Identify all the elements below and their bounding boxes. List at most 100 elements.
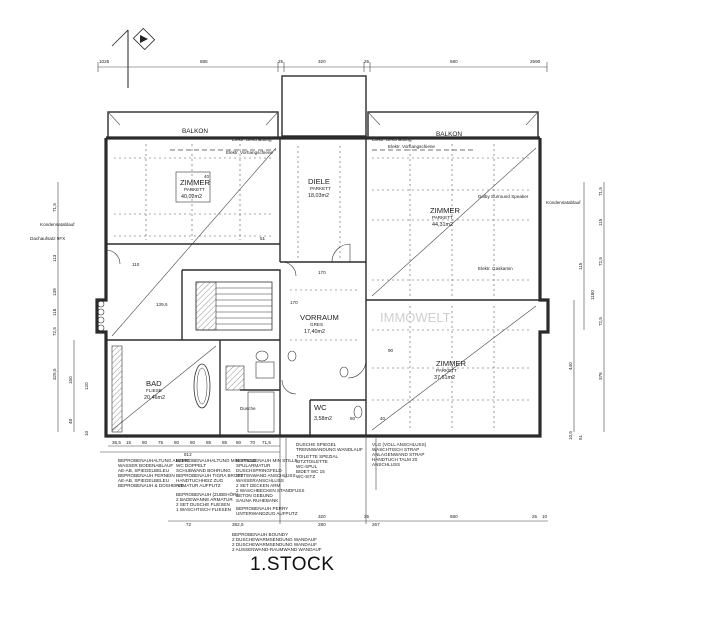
legend-block-3: BEPROBENAUH MIN STILLE SPULARMATUR DUSCH… — [236, 458, 304, 503]
legend-1-0: BEPROBENAUHALTUNG ANZEIG — [118, 458, 190, 463]
zimmer3-floor: PARKETT — [436, 368, 457, 373]
dim-top-0: 1025 — [99, 59, 110, 64]
legend-r2-3: HANDTUCH TALM 20 — [372, 457, 418, 462]
legend-2-0: BEPROBENAUHALTUNG MIN STILLE — [176, 458, 256, 463]
legend-2-5: ARMATUR AUFPUTZ — [176, 483, 221, 488]
top-dimension-line: 1025 885 25 320 25 680 2590 — [97, 59, 548, 72]
legend-3-8: SAUNA RUHEBANK — [236, 498, 279, 503]
dim-bt-8: 80 — [236, 440, 242, 445]
legend-3-4: WASSERANSCHLUSS — [236, 478, 284, 483]
vorraum-area: 17,40m2 — [304, 329, 325, 335]
legend-block-4: BEPROBENAUH (ZUBEHÖR) 2 BADEWANNE ARMATU… — [176, 491, 298, 516]
wc-area: 3,58m2 — [314, 416, 332, 422]
wc-name: WC — [314, 403, 327, 412]
room-diele: DIELE PARKETT 18,03m2 — [308, 177, 331, 199]
dim-inner-0: 40 — [204, 174, 210, 179]
dim-right-7: 376 — [598, 372, 603, 380]
dim-bt-9: 70 — [250, 440, 256, 445]
dim-bt-1: 15 — [126, 440, 132, 445]
room-wc: WC 3,58m2 — [314, 403, 332, 422]
interior-walls — [106, 138, 540, 436]
legend-4-0: BEPROBENAUH (ZUBEHÖR) — [176, 491, 238, 497]
zimmer2-floor: PARKETT — [432, 215, 453, 220]
watermark: IMMOWELT — [380, 310, 451, 325]
kondensatablauf-right: Kondensatablauf — [546, 200, 581, 205]
dim-top-2: 25 — [278, 59, 284, 64]
dim-top-4: 25 — [364, 59, 370, 64]
dim-inner-4: 139,5 — [156, 302, 168, 307]
curtain-lines: Elektr. Vorhangschiene Elektr. Vorhangsc… — [170, 144, 529, 271]
dim-right-3: 1180 — [590, 290, 595, 300]
dim-bt-3: 75 — [158, 440, 164, 445]
dim-left-2: 139 — [52, 288, 57, 296]
legend-3-3: SEITENWAND ANSCHLUSS — [236, 473, 296, 478]
legend-block-right: DUSCHE SPIEGEL TRENNWANDUNG WANDLAUF TOI… — [285, 438, 427, 490]
balkon-left-label: BALKON — [182, 128, 208, 135]
legend-7-1: 2 DUSCHEWARMSENDUNG WANDAUF — [232, 537, 317, 542]
doors — [105, 243, 367, 395]
diele-area: 18,03m2 — [308, 193, 329, 199]
legend-r2-1: WASCHTISCH STRAP — [372, 447, 419, 452]
dim-right-0: 71,5 — [598, 187, 603, 196]
legend-3-1: SPULARMATUR — [236, 463, 271, 468]
dim-inner-5: 110 — [132, 262, 140, 267]
dim-bt-0: 36,5 — [112, 440, 121, 445]
legend-block-1: BEPROBENAUHALTUNG ANZEIG WASSER BODENABL… — [118, 458, 190, 488]
kondensatablauf-left: Kondensatablauf — [40, 222, 75, 227]
dim-inner-8: 80 — [350, 416, 356, 421]
dim-left-9: 10 — [84, 430, 89, 436]
elektr-vorhang-right: Elektr. Vorhangschiene — [388, 144, 435, 149]
legend-3-2: DUSCHSPRINGFELD — [236, 468, 282, 473]
vorraum-floor: GRES — [310, 322, 323, 327]
north-arrow-icon — [111, 27, 156, 88]
elektr-gaskamin-label: Elektr. Gaskamin — [478, 266, 513, 271]
dim-left-4: 72,5 — [52, 327, 57, 336]
dim-bt-4: 80 — [174, 440, 180, 445]
legend-r-6: WC-SITZ — [296, 474, 315, 479]
dim-b-7: 280 — [318, 522, 326, 527]
zimmer1-area: 40,02m2 — [181, 194, 202, 200]
legend-block-7: BEPROBENAUH BOUNDY 2 DUSCHEWARMSENDUNG W… — [232, 532, 322, 552]
legend-3-6: 2 WASCHBECKEN STANDFUSS — [236, 488, 304, 493]
legend-1-1: WASSER BODENABLAUF — [118, 463, 173, 468]
dim-left-1: 113 — [52, 254, 57, 262]
dim-b-2: 320 — [318, 514, 326, 519]
bad-floor: FLIESE — [146, 388, 162, 393]
room-zimmer-3: ZIMMER PARKETT 37,61m2 — [434, 359, 466, 381]
ceiling-grid — [114, 144, 532, 430]
room-zimmer-1: ZIMMER PARKETT 40,02m2 — [175, 171, 210, 203]
dim-left-7: 120 — [84, 382, 89, 390]
legend-2-2: SCHUBWAND BOHRUNG — [176, 468, 231, 473]
vorraum-name: VORRAUM — [300, 313, 339, 322]
dim-bt-2: 80 — [142, 440, 148, 445]
legend-3-5: 2 SET DECKEN ARM — [236, 483, 281, 488]
room-zimmer-2: ZIMMER PARKETT 44,31m2 — [430, 206, 460, 228]
legend-7-0: BEPROBENAUH BOUNDY — [232, 532, 288, 537]
dim-right-2: 72,5 — [598, 257, 603, 266]
dim-right-1: 115 — [598, 218, 603, 226]
dim-b-1: 382,5 — [232, 522, 244, 527]
dim-right-8: 10,5 — [568, 431, 573, 440]
legend-2-1: WC DOPPELT — [176, 463, 206, 468]
dim-right-6: 440 — [568, 362, 573, 370]
legend-1-4: AE-AB, SPIEGELBELEU — [118, 478, 169, 483]
dim-top-5: 680 — [450, 59, 458, 64]
dim-b-3: 25 — [364, 514, 370, 519]
zimmer3-name: ZIMMER — [436, 359, 466, 368]
zimmer1-name: ZIMMER — [180, 178, 210, 187]
bose-speaker-label: Dolby Surround Speaker — [478, 194, 529, 199]
legend-7-2: 2 DUSCHEWARMSENDUNG WANDAUF — [232, 542, 317, 547]
inner-dimensions: 40 51 170 170 139,5 110 90 40 80 — [132, 174, 394, 421]
dim-inner-2: 170 — [318, 270, 326, 275]
dim-b-0: 72 — [186, 522, 192, 527]
dim-b-5: 25 — [532, 514, 538, 519]
legend-2-4: HANDTUCHHEIZ ZUG — [176, 478, 224, 483]
left-wall-symbols — [97, 300, 105, 332]
dim-left-0: 71,5 — [52, 203, 57, 212]
bad-area: 20,46m2 — [144, 395, 165, 401]
zimmer1-floor: PARKETT — [184, 187, 205, 192]
zimmer2-area: 44,31m2 — [432, 222, 453, 228]
right-dimension-line: 71,5 115 72,5 1180 72,5 115 440 376 10,5… — [568, 182, 605, 440]
roof-opening — [281, 75, 367, 137]
dim-b-6: 10 — [542, 514, 548, 519]
